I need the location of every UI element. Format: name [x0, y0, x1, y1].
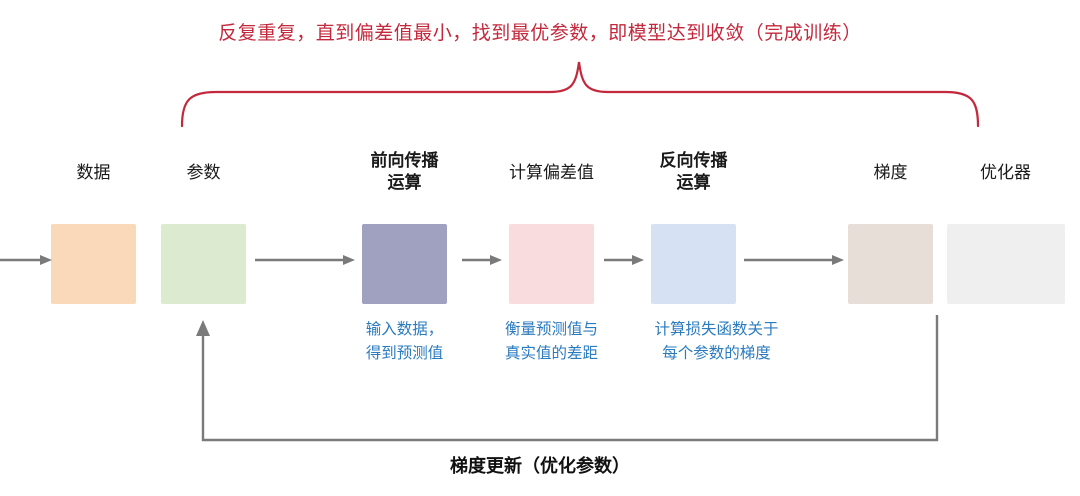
stage-title-data: 数据 [76, 163, 111, 182]
stage-box-data[interactable] [51, 224, 136, 304]
stage-title-forward-propagation: 前向传播 运算 [322, 150, 487, 194]
stage-title-gradient: 梯度 [873, 163, 908, 182]
arrow-forward-to-loss-icon [462, 255, 502, 265]
stage-box-optimizer[interactable] [947, 224, 1065, 304]
stage-note-loss-line2: 真实值的差距 [504, 345, 598, 362]
stage-title-backward-line1: 反向传播 [659, 151, 728, 170]
stage-box-backward-propagation[interactable] [651, 224, 736, 304]
stage-title-backward-propagation: 反向传播 运算 [611, 150, 776, 194]
stage-box-gradient[interactable] [848, 224, 933, 304]
stage-note-backward-propagation: 计算损失函数关于 每个参数的梯度 [624, 318, 809, 366]
stage-box-forward-propagation[interactable] [362, 224, 447, 304]
stage-note-forward-propagation: 输入数据， 得到预测值 [337, 318, 472, 366]
arrow-input-to-data-icon [0, 255, 52, 265]
stage-box-compute-loss[interactable] [509, 224, 594, 304]
arrow-parameters-to-forward-icon [255, 255, 355, 265]
stage-note-forward-line1: 输入数据， [365, 321, 444, 338]
stage-title-backward-line2: 运算 [676, 173, 711, 192]
stage-note-compute-loss: 衡量预测值与 真实值的差距 [479, 318, 624, 366]
stage-title-parameters: 参数 [186, 163, 221, 182]
arrow-backward-to-gradient-icon [744, 255, 844, 265]
stage-note-backward-line1: 计算损失函数关于 [654, 321, 779, 338]
stage-note-loss-line1: 衡量预测值与 [504, 321, 598, 338]
stage-box-parameters[interactable] [161, 224, 246, 304]
stage-title-forward-line1: 前向传播 [370, 151, 439, 170]
arrow-loss-to-backward-icon [604, 255, 644, 265]
stage-title-optimizer: 优化器 [980, 163, 1031, 182]
loop-caption: 反复重复，直到偏差值最小，找到最优参数，即模型达到收敛（完成训练） [218, 23, 862, 44]
feedback-loop-arrow-icon [196, 315, 939, 442]
stage-note-forward-line2: 得到预测值 [365, 345, 444, 362]
update-caption: 梯度更新（优化参数） [450, 456, 630, 476]
stage-note-backward-line2: 每个参数的梯度 [662, 345, 771, 362]
stage-title-forward-line2: 运算 [387, 173, 422, 192]
red-brace-icon [180, 61, 980, 128]
stage-title-compute-loss: 计算偏差值 [509, 163, 594, 182]
